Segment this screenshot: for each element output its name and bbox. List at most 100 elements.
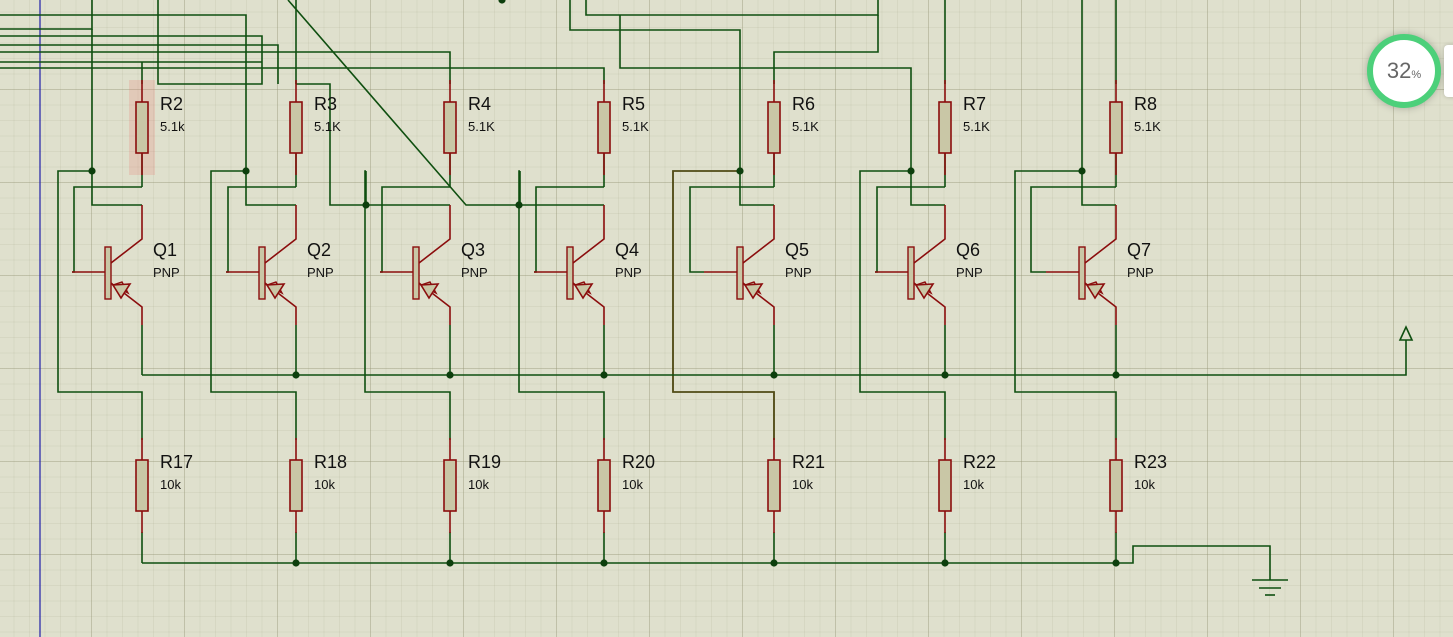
transistor-collector-lead [572,205,605,264]
transistor-emitter-arrow [573,283,594,300]
transistor-emitter-arrow [419,283,440,300]
side-panel-tab[interactable] [1444,45,1453,97]
transistor-type-label: PNP [461,265,488,280]
wire [142,545,1271,580]
transistor-base-bar [1078,246,1086,300]
junction-dot [770,559,778,567]
transistor-base-bar [566,246,574,300]
transistor-collector-lead [264,205,297,264]
zoom-level-badge[interactable]: 32% [1367,34,1441,108]
resistor-value-label: 5.1K [1134,119,1161,134]
resistor-body [135,459,149,512]
transistor-emitter-arrow [743,283,764,300]
transistor-emitter-arrow [1085,283,1106,300]
junction-dot [498,0,506,4]
transistor-collector-lead [418,205,451,264]
resistor-ref-label: R23 [1134,452,1167,472]
junction-dot [1112,559,1120,567]
resistor-value-label: 10k [1134,477,1155,492]
resistor-r5: R55.1K [597,80,649,175]
zoom-unit: % [1411,69,1422,81]
resistor-value-label: 5.1k [160,119,185,134]
resistor-body [938,101,952,154]
transistor-ref-label: Q7 [1127,240,1151,260]
components-layer: R25.1kQ1PNPR1710kR35.1KQ2PNPR1810kR45.1K… [72,80,1167,533]
wire [296,83,366,206]
wire [518,170,605,440]
junction-dot [600,371,608,379]
wire [689,186,774,273]
resistor-ref-label: R17 [160,452,193,472]
zoom-value: 32 [1386,58,1412,83]
transistor-type-label: PNP [956,265,983,280]
transistor-ref-label: Q2 [307,240,331,260]
resistor-body [289,459,303,512]
resistor-r8: R85.1K [1109,80,1161,175]
junction-dot [907,167,915,175]
wire [0,44,279,84]
transistor-type-label: PNP [1127,265,1154,280]
resistor-r7: R75.1K [938,80,990,175]
junction-dot [292,371,300,379]
resistor-ref-label: R4 [468,94,491,114]
wire [0,67,605,84]
resistor-body [597,459,611,512]
resistor-value-label: 10k [314,477,335,492]
junction-dot [446,371,454,379]
wire [287,0,519,206]
transistor-type-label: PNP [153,265,180,280]
transistor-base-bar [907,246,915,300]
resistor-value-label: 10k [792,477,813,492]
transistor-base-bar [412,246,420,300]
transistor-type-label: PNP [307,265,334,280]
junction-dot [242,167,250,175]
resistor-r3: R35.1K [289,80,341,175]
transistor-base-bar [736,246,744,300]
junction-dot [515,201,523,209]
resistor-body [1109,101,1123,154]
junction-dot [770,371,778,379]
transistor-ref-label: Q5 [785,240,809,260]
transistor-emitter-arrow [265,283,286,300]
wire [210,170,297,440]
wire [569,0,741,171]
wire [0,14,247,171]
resistor-value-label: 10k [622,477,643,492]
resistor-value-label: 10k [468,477,489,492]
wire [364,170,451,440]
junction-dot [88,167,96,175]
resistor-ref-label: R5 [622,94,645,114]
resistor-r2: R2 5.1k [129,80,185,175]
transistor-collector-lead [913,205,946,264]
resistor-ref-label: R2 [160,94,183,114]
wire [619,15,912,171]
resistor-body [289,101,303,154]
wire [1030,186,1116,273]
junctions-layer [88,0,1120,567]
wire [672,170,775,440]
resistor-ref-label: R20 [622,452,655,472]
resistor-body [135,101,149,154]
resistor-ref-label: R6 [792,94,815,114]
transistor-emitter-arrow [111,283,132,300]
transistor-ref-label: Q3 [461,240,485,260]
wire [739,171,774,206]
wire [519,171,604,206]
wire [1081,171,1116,206]
wire [91,171,142,206]
transistor-type-label: PNP [785,265,812,280]
wire [910,171,945,206]
resistor-value-label: 5.1K [468,119,495,134]
junction-dot [600,559,608,567]
